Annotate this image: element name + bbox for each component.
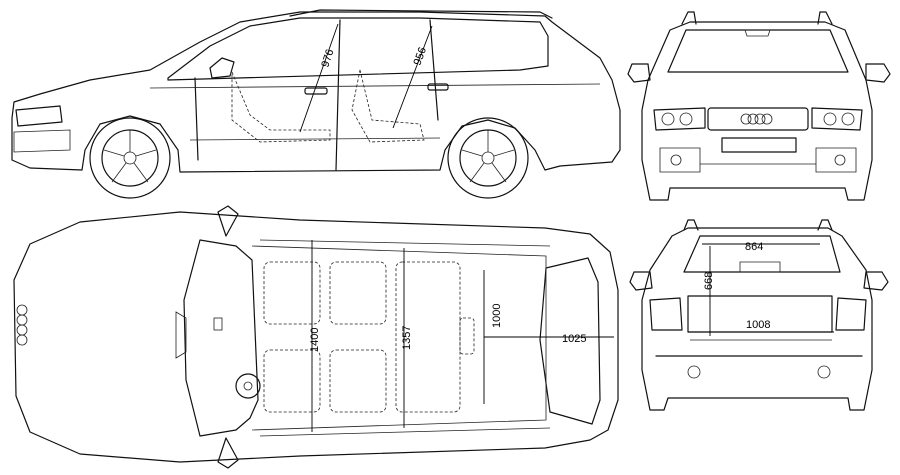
top-view	[13, 205, 619, 469]
dim-rear-opening-height-label: 668	[703, 272, 715, 290]
dim-front-width-label: 1400	[309, 328, 321, 352]
dim-cargo-length-label: 1025	[562, 333, 586, 345]
dim-rear-width-label: 1357	[401, 326, 413, 350]
dim-rear-door-label: 956	[412, 46, 430, 67]
dim-front-door-label: 976	[319, 48, 336, 69]
dim-cargo-width-label: 1000	[491, 304, 503, 328]
dim-rear-window-width-label: 864	[745, 241, 763, 253]
front-view	[627, 11, 891, 201]
dim-rear-opening-width-label: 1008	[746, 319, 770, 331]
rear-view	[629, 219, 889, 411]
side-view	[11, 9, 621, 199]
